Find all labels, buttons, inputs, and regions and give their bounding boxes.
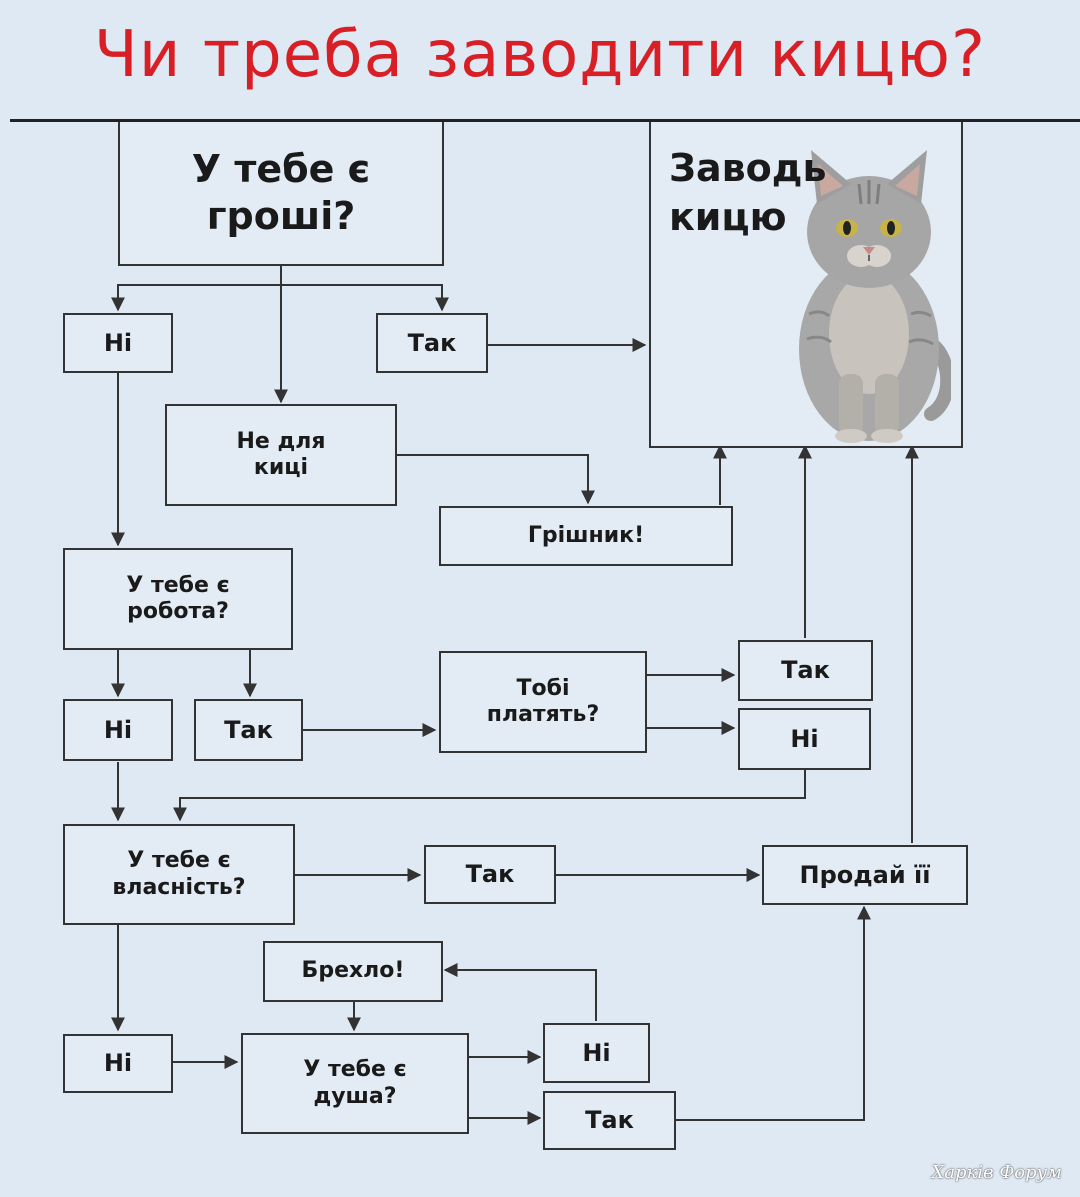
sinner-label: Грішник! bbox=[527, 522, 645, 548]
node-soul-question: У тебе є душа? bbox=[241, 1033, 469, 1134]
money-question-label: У тебе є гроші? bbox=[191, 146, 371, 239]
soul-question-label: У тебе є душа? bbox=[303, 1057, 407, 1109]
paid-question-label: Тобі платять? bbox=[486, 675, 600, 727]
not-for-cat-label: Не для киці bbox=[236, 428, 326, 480]
node-property-no: Ні bbox=[63, 1034, 173, 1093]
cat-illustration bbox=[799, 150, 951, 443]
node-money-question: У тебе є гроші? bbox=[118, 122, 444, 266]
money-yes-label: Так bbox=[407, 328, 457, 357]
watermark: Харків Форум bbox=[931, 1162, 1062, 1183]
node-sinner: Грішник! bbox=[439, 506, 733, 566]
node-sell-it: Продай її bbox=[762, 845, 968, 905]
node-property-yes: Так bbox=[424, 845, 556, 904]
property-question-label: У тебе є власність? bbox=[112, 848, 246, 900]
property-yes-label: Так bbox=[465, 860, 515, 889]
property-no-label: Ні bbox=[103, 1049, 133, 1078]
title-divider bbox=[10, 119, 1080, 122]
node-money-no: Ні bbox=[63, 313, 173, 373]
node-job-no: Ні bbox=[63, 699, 173, 761]
node-soul-no: Ні bbox=[543, 1023, 650, 1083]
node-job-question: У тебе є робота? bbox=[63, 548, 293, 650]
paid-yes-label: Так bbox=[781, 656, 830, 685]
soul-yes-label: Так bbox=[585, 1106, 634, 1135]
paid-no-label: Ні bbox=[790, 724, 819, 753]
job-question-label: У тебе є робота? bbox=[126, 572, 230, 624]
node-get-cat: Заводь кицю bbox=[649, 122, 963, 448]
node-paid-no: Ні bbox=[738, 708, 871, 770]
node-property-question: У тебе є власність? bbox=[63, 824, 295, 925]
node-paid-yes: Так bbox=[738, 640, 873, 701]
sell-it-label: Продай її bbox=[799, 860, 931, 889]
edge-soulyes-to-sell bbox=[676, 905, 871, 1121]
node-paid-question: Тобі платять? bbox=[439, 651, 647, 753]
job-yes-label: Так bbox=[224, 715, 273, 744]
get-cat-label: Заводь кицю bbox=[669, 146, 827, 240]
edge-money-to-no bbox=[111, 265, 282, 312]
edge-paidno-to-property bbox=[173, 770, 806, 822]
soul-no-label: Ні bbox=[582, 1038, 611, 1067]
edge-soulno-to-liar bbox=[443, 963, 597, 1021]
node-soul-yes: Так bbox=[543, 1091, 676, 1150]
page-title: Чи треба заводити кицю? bbox=[94, 18, 986, 92]
liar-label: Брехло! bbox=[301, 958, 405, 984]
node-money-yes: Так bbox=[376, 313, 488, 373]
money-no-label: Ні bbox=[103, 328, 133, 357]
edge-money-to-yes bbox=[281, 284, 449, 312]
node-not-for-cat: Не для киці bbox=[165, 404, 397, 506]
edge-notforcat-to-sinner bbox=[397, 454, 595, 505]
job-no-label: Ні bbox=[103, 715, 133, 744]
node-job-yes: Так bbox=[194, 699, 303, 761]
node-liar: Брехло! bbox=[263, 941, 443, 1002]
